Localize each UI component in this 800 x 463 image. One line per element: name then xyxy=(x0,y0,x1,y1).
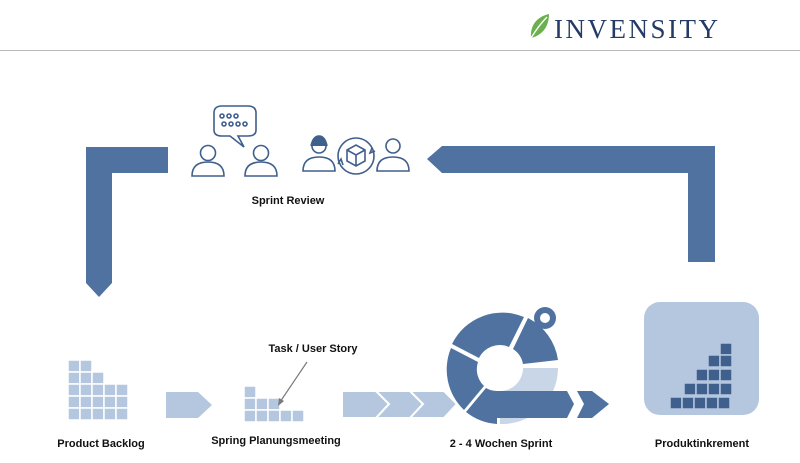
header-divider xyxy=(0,50,800,51)
sprint-loop-segment-top xyxy=(452,312,524,358)
sprint-label: 2 - 4 Wochen Sprint xyxy=(449,438,553,450)
task-user-story-label: Task / User Story xyxy=(268,343,358,355)
feedback-arrow-left xyxy=(86,147,168,297)
sprint-outgoing-chevron xyxy=(567,391,584,418)
sprint-review-label: Sprint Review xyxy=(251,195,325,207)
planning-meeting-label: Spring Planungsmeeting xyxy=(211,435,341,447)
sprint-loop-segment-bottom xyxy=(466,388,497,424)
sprint-loop-segment-right xyxy=(513,318,558,364)
backlog-to-planning-arrow xyxy=(166,392,212,418)
planning-blocks xyxy=(243,385,305,423)
sprint-loop-segment-left xyxy=(446,348,484,410)
sprint-outgoing-arrow xyxy=(497,391,609,418)
product-backlog-blocks xyxy=(67,359,129,421)
leaf-icon xyxy=(530,14,549,39)
increment-stair-blocks xyxy=(669,342,733,410)
sprint-loop xyxy=(446,307,609,425)
task-pointer-head xyxy=(278,398,284,406)
feedback-arrow-right xyxy=(427,146,715,262)
product-exchange-icon xyxy=(302,135,410,175)
sprint-chevrons xyxy=(341,390,459,419)
task-pointer-line xyxy=(279,361,308,403)
invensity-logo: INVENSITY xyxy=(528,12,758,46)
product-backlog-label: Product Backlog xyxy=(57,438,145,450)
increment-label: Produktinkrement xyxy=(654,438,750,450)
discussion-icon xyxy=(191,105,278,177)
logo-text: INVENSITY xyxy=(554,14,721,44)
